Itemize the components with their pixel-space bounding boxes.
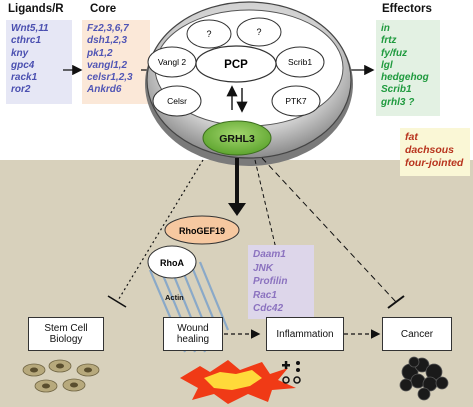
list-item: dachsous	[405, 144, 455, 156]
list-item: Rac1	[253, 289, 277, 301]
ptk7-label: PTK7	[285, 96, 307, 106]
inflammation-box: Inflammation	[266, 317, 344, 351]
rhogef19-label: RhoGEF19	[179, 226, 225, 236]
list-item: JNK	[253, 262, 274, 274]
list-item: grhl3 ?	[381, 96, 415, 108]
inhibit-bar-cancer	[387, 295, 405, 309]
list-item: cthrc1	[11, 35, 42, 47]
list-item: ror2	[11, 84, 31, 96]
ligands-list: Wnt5,11 cthrc1 kny gpc4 rack1 ror2	[6, 20, 72, 104]
inhibit-bar-stem	[107, 295, 127, 308]
scrib1-label: Scrib1	[288, 57, 312, 67]
grhl3-label: GRHL3	[219, 133, 255, 145]
list-item: Fz2,3,6,7	[87, 23, 129, 34]
inhibit-line-cancer	[261, 157, 397, 303]
list-item: in	[381, 23, 390, 34]
list-item: hedgehog	[381, 72, 429, 84]
effectors-title: Effectors	[382, 3, 432, 15]
list-item: fy/fuz	[381, 47, 408, 59]
list-item: Wnt5,11	[11, 23, 49, 34]
rhogef19-node	[164, 215, 240, 245]
thick-arrow-head	[228, 203, 246, 216]
actin-label: Actin	[165, 293, 184, 302]
ptk7-node	[271, 85, 321, 117]
list-item: celsr1,2,3	[87, 72, 133, 84]
unknown-label-2: ?	[256, 27, 261, 37]
stem-label-1: Stem Cell	[44, 323, 88, 334]
wound-label-2: healing	[176, 334, 210, 345]
vangl2-label: Vangl 2	[158, 57, 186, 67]
cancer-box: Cancer	[382, 317, 452, 351]
celsr-label: Celsr	[167, 96, 187, 106]
list-item: Cdc42	[253, 303, 284, 314]
inflammation-symbols-icon	[282, 361, 301, 384]
list-item: dsh1,2,3	[87, 35, 128, 47]
stem-label-2: Biology	[49, 334, 83, 345]
unknown-protein-1	[186, 19, 232, 49]
unknown-protein-2	[236, 17, 282, 47]
list-item: four-jointed	[405, 157, 464, 169]
wound-label-1: Wound	[177, 323, 209, 334]
list-item: Ankrd6	[87, 84, 122, 96]
core-title: Core	[90, 3, 117, 15]
list-item: Daam1	[253, 249, 286, 260]
celsr-node	[152, 85, 202, 117]
rho-effectors-list: Daam1 JNK Profilin Rac1 Cdc42	[248, 245, 314, 319]
stem-cells-icon	[22, 359, 100, 393]
list-item: Scrib1	[381, 84, 412, 96]
fat-list: fat dachsous four-jointed	[400, 128, 470, 176]
unknown-label-1: ?	[206, 29, 211, 39]
stem-cell-box: Stem Cell Biology	[28, 317, 104, 351]
list-item: kny	[11, 47, 29, 59]
list-item: rack1	[11, 72, 38, 84]
list-item: pk1,2	[87, 47, 113, 59]
pcp-label: PCP	[224, 59, 248, 71]
effectors-list: in frtz fy/fuz lgl hedgehog Scrib1 grhl3…	[376, 20, 440, 116]
wound-burst-icon	[180, 360, 296, 404]
list-item: Profilin	[253, 276, 288, 287]
ligands-title: Ligands/R	[8, 3, 64, 15]
list-item: frtz	[381, 35, 397, 47]
list-item: fat	[405, 131, 418, 143]
rhoa-node	[147, 245, 197, 279]
grhl3-node	[202, 120, 272, 156]
list-item: lgl	[381, 59, 393, 71]
tumor-cluster-icon	[399, 356, 449, 401]
pcp-node	[195, 45, 277, 83]
rhoa-label: RhoA	[160, 258, 184, 268]
list-item: vangl1,2	[87, 59, 128, 71]
list-item: gpc4	[11, 59, 35, 71]
wound-healing-box: Wound healing	[163, 317, 223, 351]
core-list: Fz2,3,6,7 dsh1,2,3 pk1,2 vangl1,2 celsr1…	[82, 20, 150, 104]
